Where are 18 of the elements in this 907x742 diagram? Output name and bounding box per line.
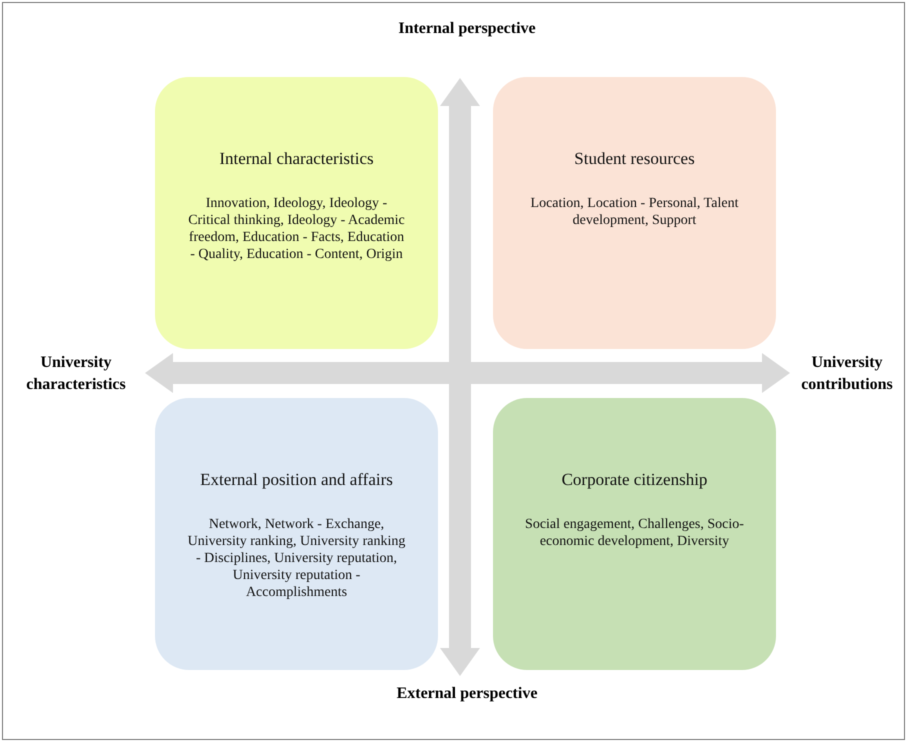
card-text: Social engagement, Challenges, Socio-economic development, Diversity <box>524 516 745 550</box>
card-text: Location, Location - Personal, Talent development, Support <box>530 195 740 229</box>
quadrant-card <box>493 77 776 349</box>
double-arrow <box>145 353 790 393</box>
quadrant-card <box>155 398 438 670</box>
double-arrow <box>440 78 480 676</box>
card-heading: External position and affairs <box>199 470 394 490</box>
axis-label: University contributions <box>791 352 903 396</box>
card-text: Innovation, Ideology, Ideology - Critical thinking, Ideology - Academic freedom, Education - Facts, Education - Quality, Education - Content, Origin <box>187 195 406 263</box>
quadrant-card <box>493 398 776 670</box>
axis-label: External perspective <box>387 683 547 705</box>
axis-label: Internal perspective <box>387 18 547 40</box>
card-text: Network, Network - Exchange, University ranking, University ranking - Disciplines, University reputation, University reputation - Accomplishments <box>186 516 406 601</box>
card-heading: Corporate citizenship <box>560 470 708 490</box>
quadrant-card <box>155 77 438 349</box>
axis-label: University characteristics <box>8 352 144 396</box>
card-heading: Student resources <box>573 149 696 169</box>
card-heading: Internal characteristics <box>218 149 375 169</box>
